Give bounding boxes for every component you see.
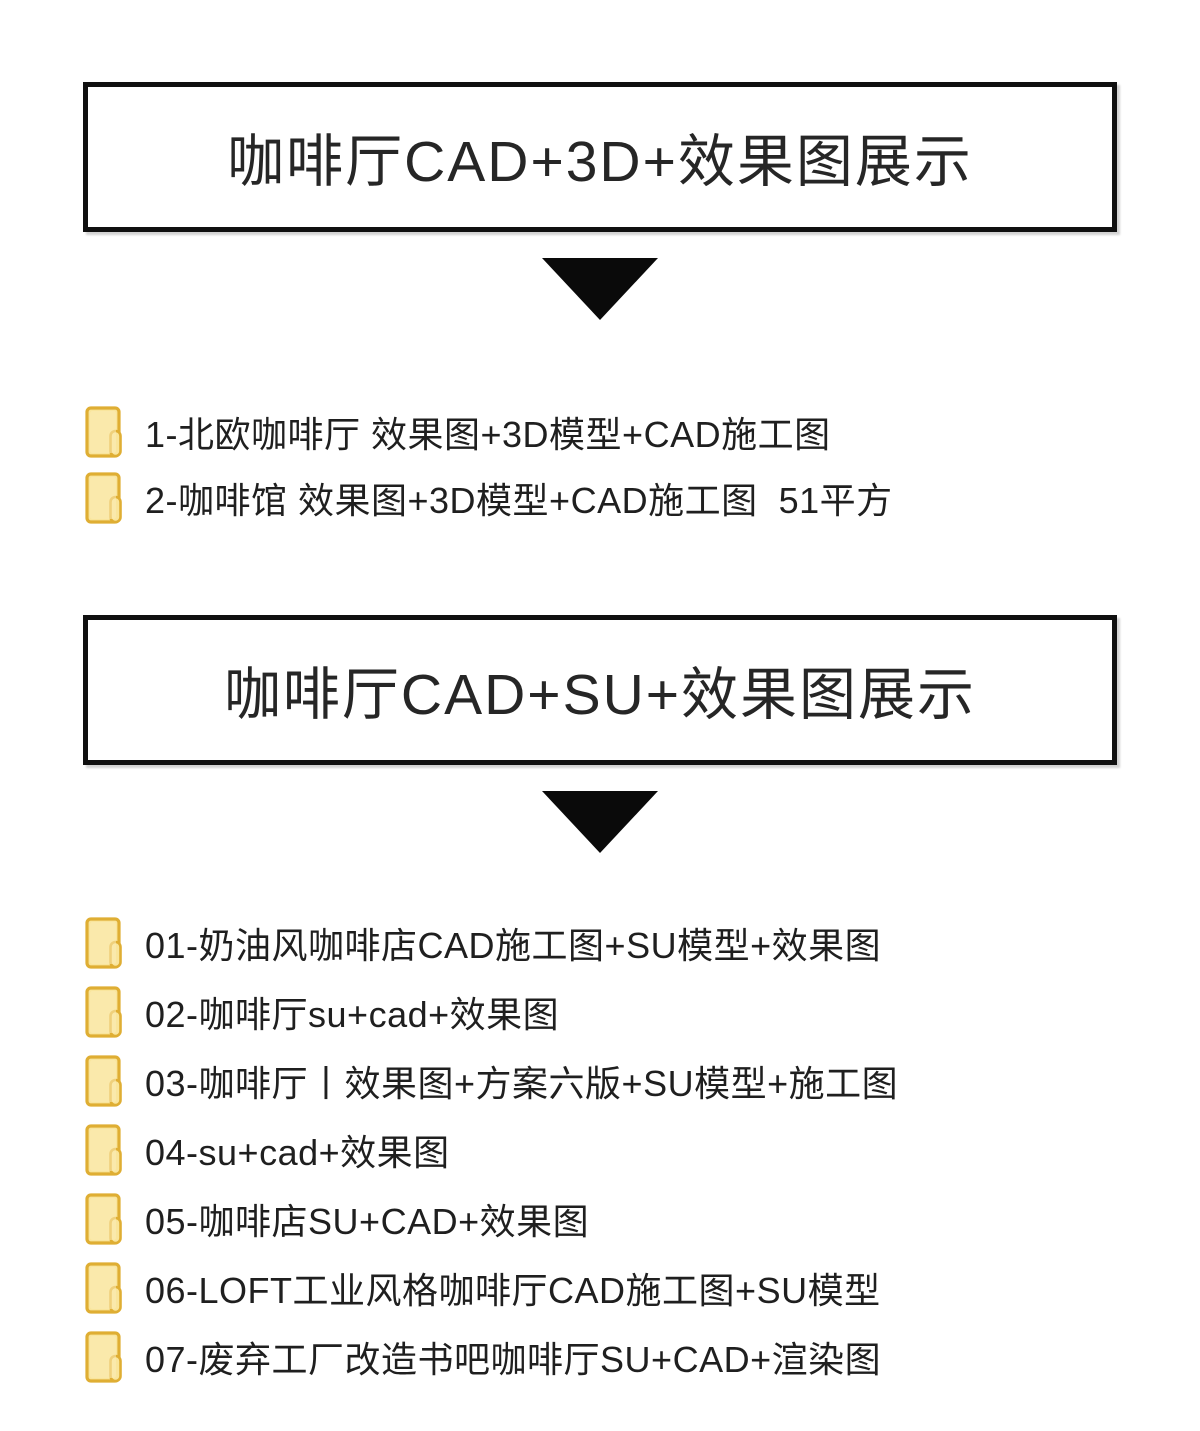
section-title: 咖啡厅CAD+3D+效果图展示 <box>227 130 973 194</box>
section-title-banner: 咖啡厅CAD+SU+效果图展示 <box>83 615 1117 765</box>
list-item[interactable]: 04-su+cad+效果图 <box>84 1122 1200 1178</box>
section-title-banner: 咖啡厅CAD+3D+效果图展示 <box>83 82 1117 232</box>
list-item[interactable]: 01-奶油风咖啡店CAD施工图+SU模型+效果图 <box>84 915 1200 971</box>
file-list-su: 01-奶油风咖啡店CAD施工图+SU模型+效果图 02-咖啡厅su+cad+效果… <box>0 915 1200 1385</box>
section-cad-su: 咖啡厅CAD+SU+效果图展示 01-奶油风咖啡店CAD施工图+SU模型+效果图… <box>0 615 1200 1385</box>
section-cad-3d: 咖啡厅CAD+3D+效果图展示 1-北欧咖啡厅 效果图+3D模型+CAD施工图 … <box>0 82 1200 526</box>
folder-icon <box>85 472 123 524</box>
file-label: 06-LOFT工业风格咖啡厅CAD施工图+SU模型 <box>145 1270 881 1311</box>
folder-icon <box>85 1262 123 1314</box>
folder-icon <box>85 1055 123 1107</box>
list-item[interactable]: 05-咖啡店SU+CAD+效果图 <box>84 1191 1200 1247</box>
folder-icon <box>85 1124 123 1176</box>
folder-icon <box>85 1331 123 1383</box>
folder-icon <box>85 406 123 458</box>
file-label: 1-北欧咖啡厅 效果图+3D模型+CAD施工图 <box>145 414 831 455</box>
down-arrow-icon <box>542 791 658 853</box>
list-item[interactable]: 2-咖啡馆 效果图+3D模型+CAD施工图 51平方 <box>84 470 1200 526</box>
down-arrow-icon <box>542 258 658 320</box>
file-label: 07-废弃工厂改造书吧咖啡厅SU+CAD+渲染图 <box>145 1339 882 1380</box>
folder-icon <box>85 917 123 969</box>
list-item[interactable]: 07-废弃工厂改造书吧咖啡厅SU+CAD+渲染图 <box>84 1329 1200 1385</box>
file-label: 2-咖啡馆 效果图+3D模型+CAD施工图 51平方 <box>145 480 893 521</box>
folder-icon <box>85 1193 123 1245</box>
file-label: 02-咖啡厅su+cad+效果图 <box>145 994 560 1035</box>
list-item[interactable]: 03-咖啡厅丨效果图+方案六版+SU模型+施工图 <box>84 1053 1200 1109</box>
file-label: 05-咖啡店SU+CAD+效果图 <box>145 1201 590 1242</box>
list-item[interactable]: 1-北欧咖啡厅 效果图+3D模型+CAD施工图 <box>84 404 1200 460</box>
file-list-3d: 1-北欧咖啡厅 效果图+3D模型+CAD施工图 2-咖啡馆 效果图+3D模型+C… <box>0 404 1200 526</box>
folder-icon <box>85 986 123 1038</box>
section-title: 咖啡厅CAD+SU+效果图展示 <box>223 663 977 727</box>
list-item[interactable]: 06-LOFT工业风格咖啡厅CAD施工图+SU模型 <box>84 1260 1200 1316</box>
list-item[interactable]: 02-咖啡厅su+cad+效果图 <box>84 984 1200 1040</box>
file-label: 04-su+cad+效果图 <box>145 1132 450 1173</box>
file-label: 03-咖啡厅丨效果图+方案六版+SU模型+施工图 <box>145 1063 899 1104</box>
file-label: 01-奶油风咖啡店CAD施工图+SU模型+效果图 <box>145 925 882 966</box>
